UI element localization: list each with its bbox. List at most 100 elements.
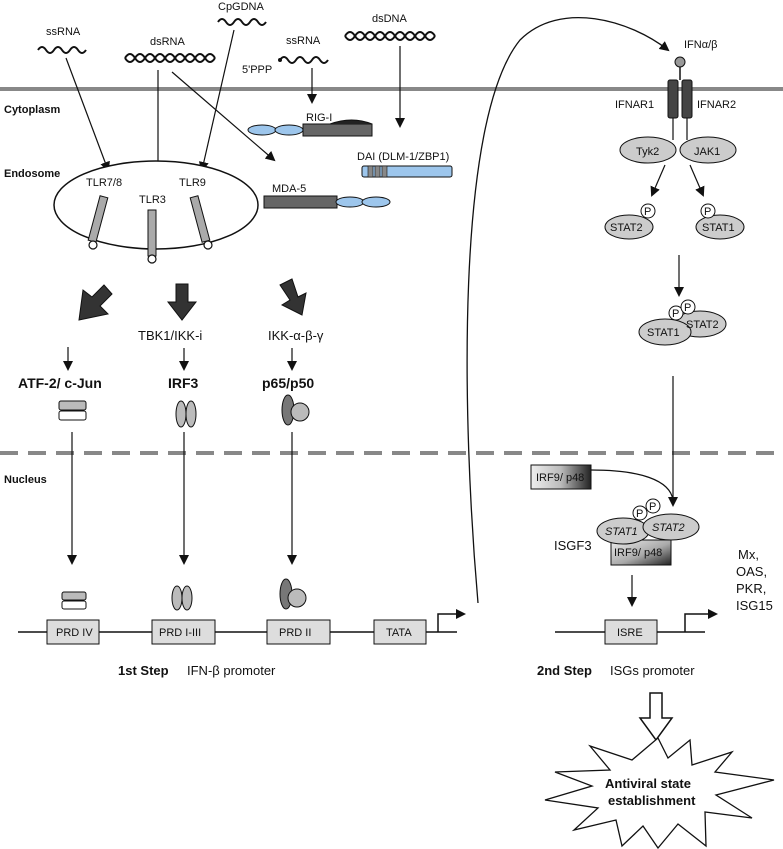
isg-tss-arrow — [684, 609, 718, 632]
label-tata: TATA — [386, 627, 412, 639]
isre-box — [604, 619, 658, 645]
irf3-icon-b — [185, 400, 197, 428]
label-ifnb-promoter: IFN-β promoter — [187, 663, 276, 678]
label-isgf3-p-b: P — [649, 501, 656, 513]
label-mda5: MDA-5 — [272, 183, 306, 195]
irf3-icon-a — [175, 400, 187, 428]
label-dsrna: dsRNA — [150, 36, 186, 48]
label-irf3: IRF3 — [168, 375, 199, 391]
hollow-arrow — [638, 692, 674, 742]
label-dimer-stat1: STAT1 — [647, 327, 680, 339]
label-dimer-p-b: P — [684, 302, 691, 314]
label-tlr78: TLR7/8 — [86, 177, 122, 189]
label-atf: ATF-2/ c-Jun — [18, 375, 102, 391]
p50-icon — [290, 402, 310, 422]
mda5-helicase — [263, 195, 338, 209]
label-tlr9: TLR9 — [179, 177, 206, 189]
irf9-join-curve — [590, 469, 674, 501]
label-tlr3: TLR3 — [139, 194, 166, 206]
label-rigi: RIG-I — [306, 112, 332, 124]
label-cytoplasm: Cytoplasm — [4, 104, 60, 116]
atf-bound-top — [61, 591, 87, 601]
ifn-secretion-curve — [466, 17, 670, 604]
label-ikk: IKK-α-β-γ — [268, 328, 324, 343]
label-cpgdna: CpGDNA — [218, 1, 265, 13]
tyk2-kinase — [619, 136, 677, 164]
arrow-to-stat1 — [689, 164, 705, 197]
label-dsdna: dsDNA — [372, 13, 408, 25]
label-isre: ISRE — [617, 627, 643, 639]
label-dai: DAI (DLM-1/ZBP1) — [357, 151, 449, 163]
isgf3-phospho-b — [645, 498, 661, 514]
mda5-card1 — [335, 196, 365, 208]
dsrna-wave-a — [124, 53, 216, 63]
dimer-phospho-b — [680, 299, 696, 315]
dimer-stat1 — [638, 318, 692, 346]
label-isg-promoter: ISGs promoter — [610, 663, 695, 678]
jak1-kinase — [679, 136, 737, 164]
isgf3-phospho-a — [632, 505, 648, 521]
dai-za3 — [381, 165, 388, 178]
block-arrow-atf — [78, 284, 113, 321]
ifnb-tss-arrow — [437, 609, 466, 632]
atf-bound-bottom — [61, 600, 87, 610]
tlr9-tail — [203, 240, 213, 250]
label-stat2: STAT2 — [610, 222, 643, 234]
antiviral-starburst — [544, 736, 775, 849]
label-nucleus: Nucleus — [4, 474, 47, 486]
label-p-stat2: P — [644, 206, 651, 218]
tlr3-tail — [147, 254, 157, 264]
dimer-phospho-a — [668, 305, 684, 321]
irf9-free — [530, 464, 592, 490]
mda5-card2 — [361, 196, 391, 208]
prd2-box — [266, 619, 331, 645]
ssrna-left-wave — [37, 46, 87, 54]
dai-za1 — [367, 165, 374, 178]
rigi-ctd — [329, 119, 373, 125]
label-5ppp: 5'PPP — [242, 64, 272, 76]
label-prd4: PRD IV — [56, 627, 93, 639]
ppp-cap — [278, 58, 282, 62]
label-ifnar2: IFNAR2 — [697, 99, 736, 111]
label-isgf3-stat2: STAT2 — [652, 522, 685, 534]
dsdna-wave-a — [344, 31, 436, 41]
label-p-stat1: P — [704, 206, 711, 218]
tlr78-tail — [88, 240, 98, 250]
block-arrow-irf3 — [166, 283, 198, 321]
ssrna-mid-wave — [279, 56, 329, 64]
label-ssrna-mid: ssRNA — [286, 35, 321, 47]
ifn-ligand — [674, 56, 686, 68]
label-tbk1: TBK1/IKK-i — [138, 328, 202, 343]
label-antiviral-2: establishment — [608, 793, 696, 808]
stat1-phospho — [700, 203, 716, 219]
label-irf9-free: IRF9/ p48 — [536, 472, 584, 484]
label-tyk2: Tyk2 — [636, 146, 659, 158]
label-dimer-p-a: P — [672, 308, 679, 320]
rigi-card1 — [247, 124, 277, 136]
label-endosome: Endosome — [4, 168, 60, 180]
label-ifnar1: IFNAR1 — [615, 99, 654, 111]
label-stat1: STAT1 — [702, 222, 735, 234]
ifnar2-receptor — [681, 79, 693, 119]
label-p65: p65/p50 — [262, 375, 314, 391]
arrow-to-stat2 — [650, 164, 666, 197]
label-dimer-stat2: STAT2 — [686, 319, 719, 331]
label-isgf3-stat1: STAT1 — [605, 526, 638, 538]
label-isgf3: ISGF3 — [554, 538, 592, 553]
prd4-box — [46, 619, 100, 645]
label-step2: 2nd Step — [537, 663, 592, 678]
prd13-box — [151, 619, 216, 645]
atf-icon-bottom — [58, 410, 87, 421]
label-gene-oas: OAS, — [736, 564, 767, 579]
p50-bound — [287, 588, 307, 608]
label-prd2: PRD II — [279, 627, 311, 639]
cpgdna-wave — [217, 18, 267, 26]
label-gene-mx: Mx, — [738, 547, 759, 562]
irf3-bound-a — [171, 585, 183, 611]
label-ssrna-left: ssRNA — [46, 26, 81, 38]
tlr3-receptor — [147, 209, 157, 257]
rigi-helicase — [302, 123, 373, 137]
label-gene-pkr: PKR, — [736, 581, 766, 596]
